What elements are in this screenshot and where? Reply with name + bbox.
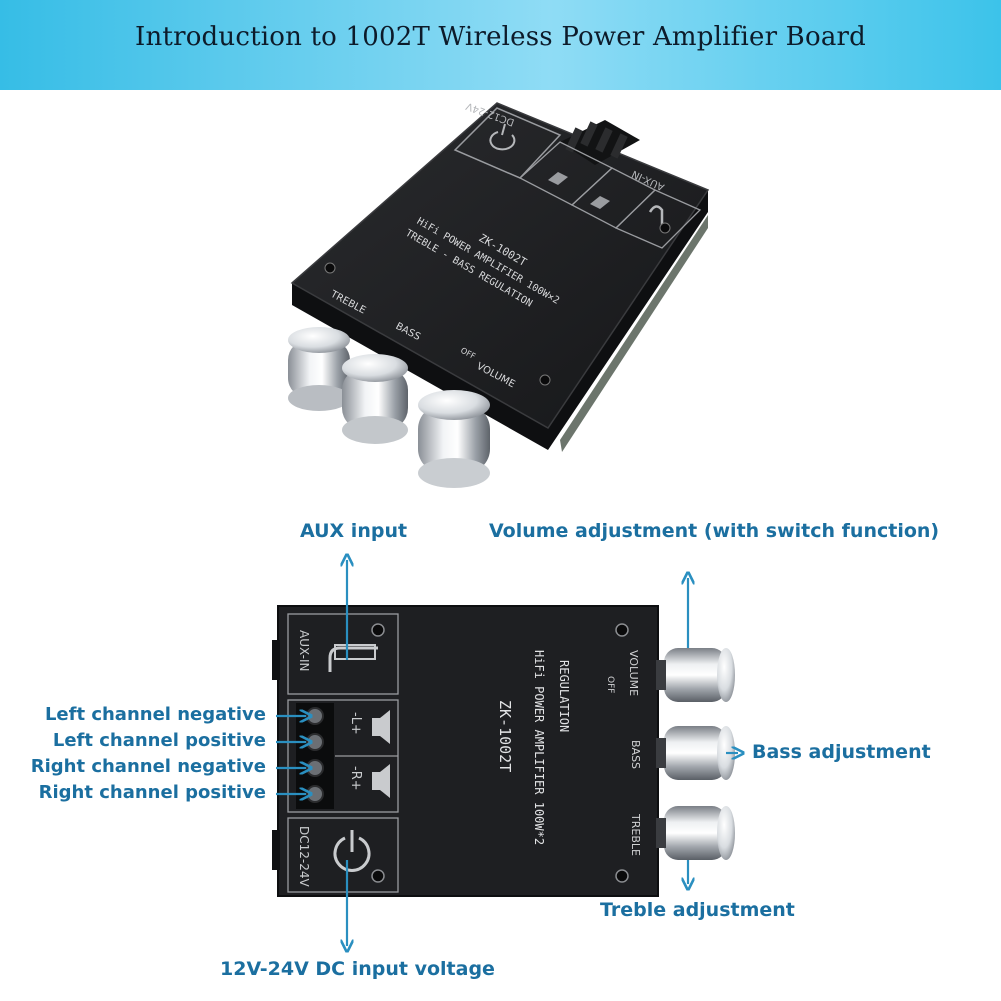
volume-label: VOLUME (627, 650, 640, 696)
aux-box (614, 189, 702, 249)
callout-right-negative: Right channel negative (30, 756, 266, 777)
screw-icon (615, 623, 629, 637)
board-top-plate (277, 605, 659, 897)
board-top-face (290, 102, 710, 429)
photo-knob-treble (288, 327, 350, 411)
headphone-jack-icon (328, 644, 378, 672)
callout-left-negative: Left channel negative (44, 704, 266, 725)
pcb-edge (560, 215, 708, 452)
speaker-icon (372, 710, 390, 744)
callout-left-positive: Left channel positive (52, 730, 266, 751)
knob-volume (656, 648, 735, 702)
screw-icon (371, 869, 385, 883)
page-title: Introduction to 1002T Wireless Power Amp… (135, 22, 866, 52)
left-channel-label: -L+ (348, 712, 363, 735)
speaker-terminal-block (560, 120, 640, 165)
board-edge (292, 190, 708, 450)
power-icon (489, 123, 516, 151)
speaker-icon (590, 196, 610, 209)
aux-section-box (287, 613, 399, 695)
callout-volume: Volume adjustment (with switch function) (489, 520, 940, 542)
off-label: OFF (605, 676, 615, 693)
board-line1-text: HiFi POWER AMPLIFIER 100W*2 (532, 650, 546, 845)
board-top-view: AUX-IN -L+ -R+ DC12-24V (272, 605, 735, 897)
screw-icon (324, 262, 336, 274)
speaker-icon (548, 172, 568, 185)
screw-icon (659, 222, 671, 234)
callout-treble: Treble adjustment (600, 899, 795, 921)
screw-icon (539, 374, 551, 386)
header-banner: Introduction to 1002T Wireless Power Amp… (0, 0, 1001, 90)
board-photo: DC12-24V AUX-IN ZK-1002T HiFi POWER AMPL… (288, 100, 710, 488)
board-model-text: ZK-1002T (496, 700, 514, 772)
callout-arrows (276, 560, 738, 946)
screw-icon (306, 707, 324, 725)
callout-bass: Bass adjustment (752, 741, 931, 763)
aux-label: AUX-IN (297, 630, 311, 671)
aux-connector (272, 640, 280, 680)
photo-knob-bass (342, 354, 408, 444)
dc-label: DC12-24V (297, 826, 311, 887)
photo-knob-volume (418, 390, 490, 488)
screw-icon (306, 733, 324, 751)
treble-label: TREBLE (629, 813, 642, 856)
screw-icon (615, 869, 629, 883)
power-box (453, 107, 562, 179)
bass-label: BASS (629, 740, 642, 769)
headphone-jack-icon (648, 205, 664, 228)
speaker-icon (372, 764, 390, 798)
knob-bass (656, 726, 735, 780)
callout-right-positive: Right channel positive (38, 782, 266, 803)
screw-icon (371, 623, 385, 637)
board-line2-text: REGULATION (557, 660, 571, 732)
screw-icon (306, 785, 324, 803)
power-icon (333, 830, 371, 872)
dc-section-box (287, 817, 399, 893)
callout-aux-input: AUX input (300, 520, 408, 542)
callout-dc-input: 12V-24V DC input voltage (220, 958, 495, 980)
knob-treble (656, 806, 735, 860)
dc-connector (272, 830, 280, 870)
screw-icon (306, 759, 324, 777)
right-channel-label: -R+ (348, 766, 363, 791)
